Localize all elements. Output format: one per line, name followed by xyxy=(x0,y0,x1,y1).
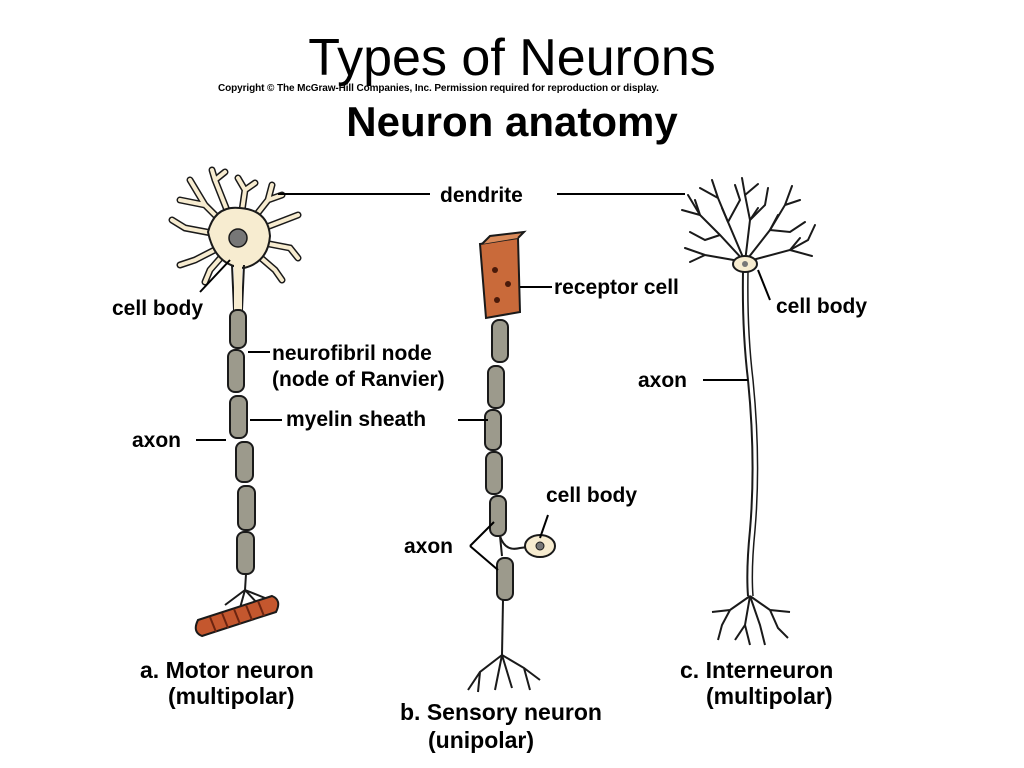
caption-motor-name: a. Motor neuron xyxy=(140,657,314,683)
label-node-of-ranvier: (node of Ranvier) xyxy=(272,368,445,391)
label-myelin-sheath: myelin sheath xyxy=(286,408,426,431)
interneuron-axon xyxy=(741,271,754,597)
label-motor-axon: axon xyxy=(132,429,181,452)
label-dendrite: dendrite xyxy=(440,184,523,207)
caption-sensory-name: b. Sensory neuron xyxy=(400,699,602,725)
sensory-neuron xyxy=(467,230,556,693)
label-motor-cell-body: cell body xyxy=(112,297,203,320)
label-interneuron-axon: axon xyxy=(638,369,687,392)
sensory-terminals xyxy=(467,599,541,693)
receptor-cell xyxy=(478,236,522,320)
muscle-fiber xyxy=(194,594,280,638)
figure-title: Neuron anatomy xyxy=(346,98,678,145)
label-interneuron-cell-body: cell body xyxy=(776,295,867,318)
caption-inter-type: (multipolar) xyxy=(706,683,833,709)
caption-motor-type: (multipolar) xyxy=(168,683,295,709)
interneuron-dendrites xyxy=(681,177,816,263)
interneuron xyxy=(681,177,816,646)
motor-axon-terminals xyxy=(224,573,271,609)
label-receptor-cell: receptor cell xyxy=(554,276,679,299)
label-sensory-axon: axon xyxy=(404,535,453,558)
label-sensory-cell-body: cell body xyxy=(546,484,637,507)
copyright-notice: Copyright © The McGraw-Hill Companies, I… xyxy=(218,83,659,94)
caption-sensory-type: (unipolar) xyxy=(428,727,534,753)
caption-inter-name: c. Interneuron xyxy=(680,657,833,683)
leader-lines xyxy=(196,193,771,571)
interneuron-terminals xyxy=(711,595,791,646)
label-neurofibril-node: neurofibril node xyxy=(272,342,432,365)
sensory-myelin-lower xyxy=(496,557,514,601)
motor-nucleus xyxy=(228,228,248,248)
sensory-myelin-upper xyxy=(484,319,509,537)
motor-neuron xyxy=(168,166,302,638)
motor-myelin-segments xyxy=(227,309,256,575)
slide-title: Types of Neurons xyxy=(308,29,716,87)
